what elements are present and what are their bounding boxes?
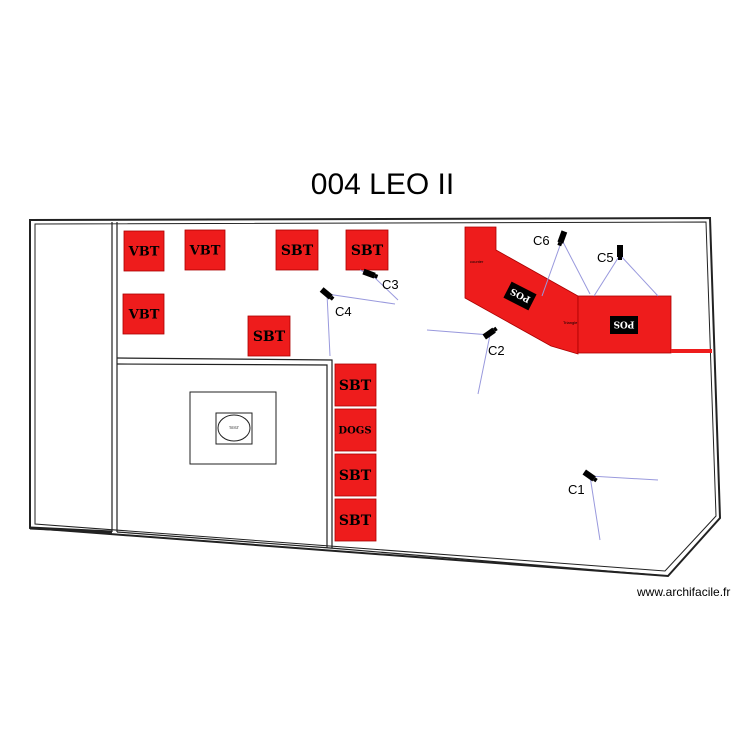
- camera-icon: [557, 230, 568, 247]
- camera-label: C3: [382, 277, 399, 292]
- pos-label-right: POS: [613, 319, 634, 329]
- plan-title: 004 LEO II: [310, 168, 455, 201]
- camera-label: C1: [568, 482, 585, 497]
- camera-label: C2: [488, 343, 505, 358]
- watermark: www.archifacile.fr: [637, 585, 731, 599]
- camera-c3[interactable]: C3: [362, 268, 399, 292]
- left-corridor-wall: [29, 222, 118, 534]
- inner-room-wall: [116, 357, 333, 549]
- fixture-label: SBT: [281, 243, 314, 259]
- fixture-dogs[interactable]: DOGS: [334, 408, 377, 452]
- fixture-vbt-1[interactable]: VBT: [123, 230, 165, 272]
- camera-icon: [362, 268, 379, 279]
- fixture-sbt-3[interactable]: SBT: [247, 315, 291, 357]
- table-label: TEST: [229, 425, 240, 430]
- fixture-sbt-6[interactable]: SBT: [334, 498, 377, 542]
- fixture-label: SBT: [253, 329, 286, 345]
- bottom-wall: [329, 547, 669, 577]
- fixture-sbt-4[interactable]: SBT: [334, 363, 377, 407]
- table: TEST: [189, 391, 277, 465]
- counter-note-mid: Triangle: [563, 320, 578, 325]
- fixture-label: VBT: [128, 308, 160, 323]
- camera-label: C5: [597, 250, 614, 265]
- fixture-label: VBT: [128, 245, 160, 260]
- camera-c1[interactable]: C1: [568, 469, 598, 497]
- camera-c6[interactable]: C6: [533, 230, 568, 248]
- camera-label: C6: [533, 233, 550, 248]
- camera-c5[interactable]: C5: [597, 245, 623, 265]
- fixture-sbt-5[interactable]: SBT: [334, 453, 377, 497]
- fixture-label: SBT: [339, 468, 372, 484]
- camera-label: C4: [335, 304, 352, 319]
- fixture-label: SBT: [339, 513, 372, 529]
- fixture-label: VBT: [189, 244, 221, 259]
- camera-icon: [582, 469, 598, 483]
- camera-icon: [617, 245, 623, 260]
- pos-counter: POS POS counter Triangle: [464, 226, 712, 355]
- fixture-label: SBT: [351, 243, 384, 259]
- fixture-sbt-1[interactable]: SBT: [275, 229, 319, 271]
- fixture-label: DOGS: [338, 426, 371, 437]
- camera-icon: [319, 287, 335, 301]
- camera-icon: [482, 326, 498, 340]
- fixture-sbt-2[interactable]: SBT: [345, 229, 389, 271]
- camera-c2[interactable]: C2: [482, 326, 505, 358]
- fixture-vbt-3[interactable]: VBT: [122, 293, 165, 335]
- camera-c4[interactable]: C4: [319, 287, 352, 319]
- counter-note: counter: [470, 259, 484, 264]
- fixture-vbt-2[interactable]: VBT: [184, 229, 226, 271]
- fixture-label: SBT: [339, 378, 372, 394]
